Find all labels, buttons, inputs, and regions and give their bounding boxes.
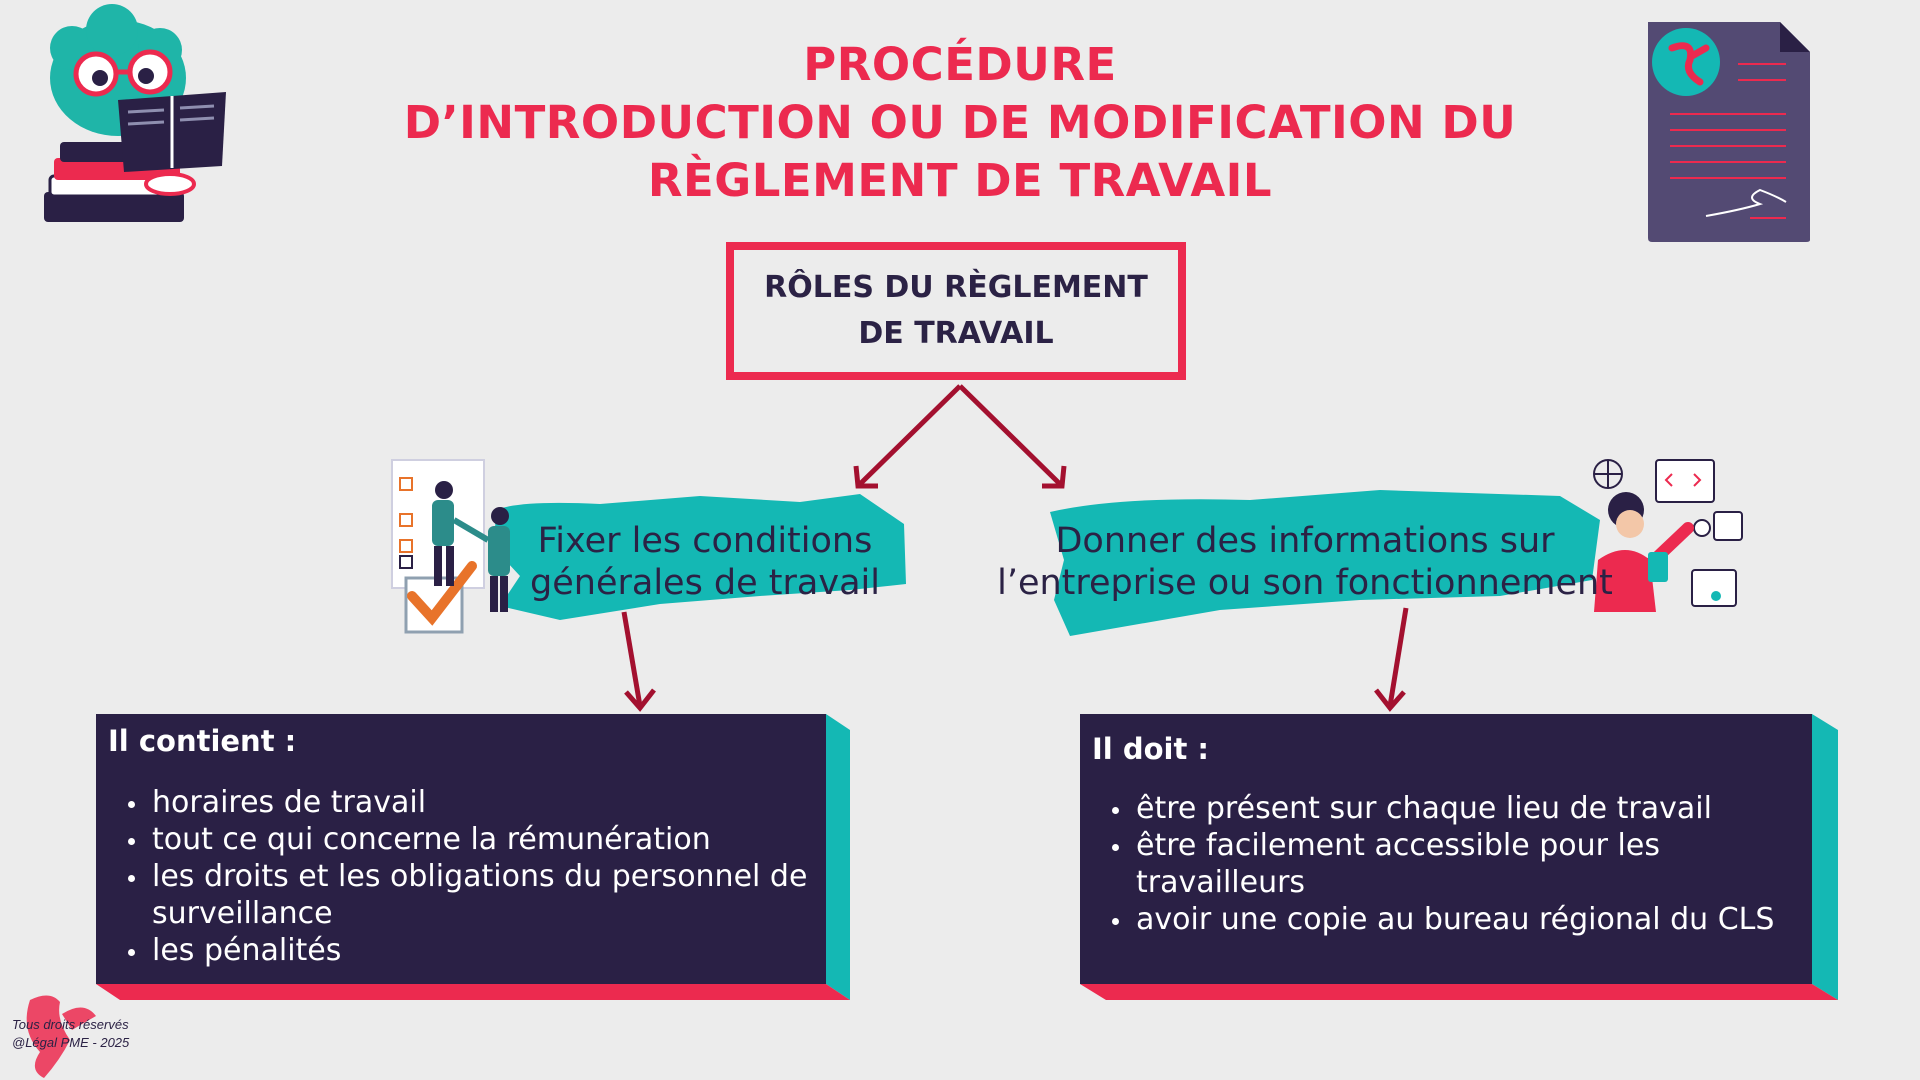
left-branch-line-2: générales de travail <box>530 563 880 603</box>
list-item: les pénalités <box>128 932 842 969</box>
document-icon <box>1648 22 1810 242</box>
left-panel-heading: Il contient : <box>108 724 297 758</box>
right-branch-label: Donner des informations sur l’entreprise… <box>990 520 1620 604</box>
root-line-1: RÔLES DU RÈGLEMENT <box>764 270 1148 305</box>
right-branch-line-1: Donner des informations sur <box>1055 521 1555 561</box>
right-branch-line-2: l’entreprise ou son fonctionnement <box>997 563 1613 603</box>
brand-logo-icon <box>26 995 96 1078</box>
left-branch-label: Fixer les conditions générales de travai… <box>505 520 905 604</box>
right-content-panel: Il doit : être présent sur chaque lieu d… <box>1080 714 1812 984</box>
right-panel-accents <box>1080 714 1838 1000</box>
reading-brain-illustration <box>44 4 226 222</box>
left-panel-list: horaires de travail tout ce qui concerne… <box>96 784 842 969</box>
list-item: horaires de travail <box>128 784 842 821</box>
developer-illustration <box>1593 459 1743 612</box>
left-brush-stroke <box>494 494 906 620</box>
right-down-arrow <box>1374 607 1409 712</box>
title-line-2: D’INTRODUCTION OU DE MODIFICATION DU <box>403 96 1517 149</box>
copyright-footer: Tous droits réservés @Légal PME - 2025 <box>12 1016 129 1052</box>
footer-line-1: Tous droits réservés <box>12 1017 129 1032</box>
checklist-handshake-illustration <box>391 459 510 634</box>
left-branch-line-1: Fixer les conditions <box>537 521 873 561</box>
root-arrows <box>853 384 1067 489</box>
list-item: avoir une copie au bureau régional du CL… <box>1112 902 1775 937</box>
footer-line-2: @Légal PME - 2025 <box>12 1035 130 1050</box>
root-line-2: DE TRAVAIL <box>858 316 1054 351</box>
title-line-3: RÈGLEMENT DE TRAVAIL <box>647 154 1273 207</box>
root-node: RÔLES DU RÈGLEMENT DE TRAVAIL <box>726 242 1186 380</box>
left-panel-accents <box>96 714 850 1000</box>
left-content-panel: Il contient : horaires de travail tout c… <box>96 714 826 984</box>
right-panel-heading: Il doit : <box>1092 732 1210 766</box>
page-title: PROCÉDURE D’INTRODUCTION OU DE MODIFICAT… <box>360 36 1560 210</box>
list-item: tout ce qui concerne la rémunération <box>128 821 842 858</box>
title-line-1: PROCÉDURE <box>803 38 1117 91</box>
list-item: être présent sur chaque lieu de travail <box>1112 790 1776 827</box>
list-item: être facilement accessible pour les trav… <box>1112 827 1776 901</box>
right-brush-stroke <box>1050 490 1600 636</box>
left-down-arrow <box>621 611 656 712</box>
list-item: les droits et les obligations du personn… <box>128 858 842 932</box>
right-panel-list: être présent sur chaque lieu de travail … <box>1080 790 1776 938</box>
